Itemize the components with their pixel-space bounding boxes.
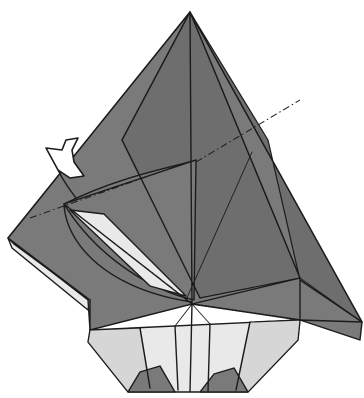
pleat-line (192, 304, 210, 324)
